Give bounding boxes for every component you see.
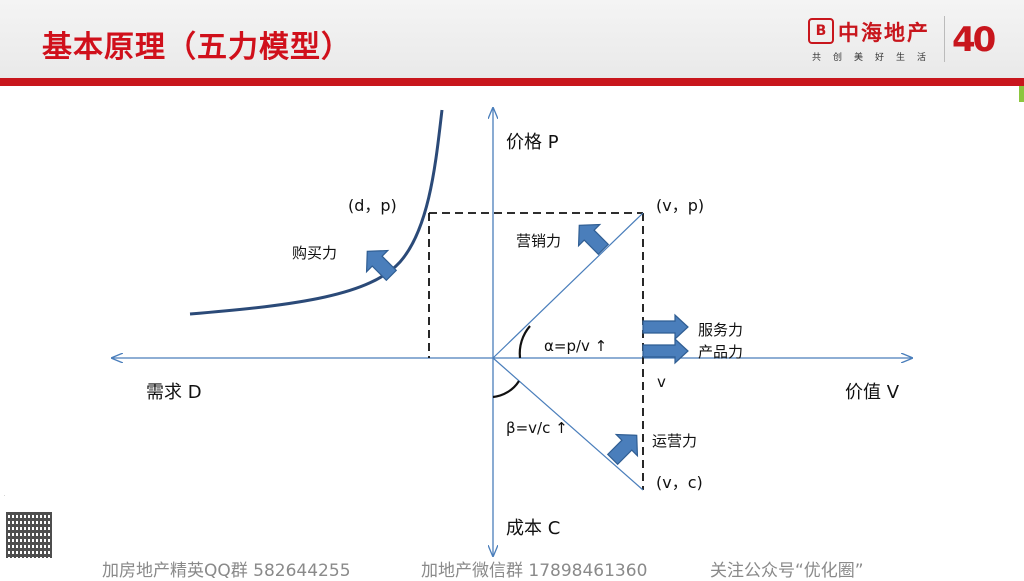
edge-marker [1019, 86, 1024, 102]
point-d-p-label: (d，p) [348, 196, 397, 215]
header-red-bar [0, 78, 1024, 86]
demand-axis-label: 需求 D [146, 382, 202, 403]
operation-force-arrow [606, 433, 639, 466]
marketing-force-label: 营销力 [516, 232, 562, 250]
footer-official-account: 关注公众号“优化圈” [710, 561, 864, 581]
slide-header: 基本原理（五力模型） B 中海地产 共创美好生活 40 [0, 0, 1024, 78]
footer-wechat-group: 加地产微信群 17898461360 [421, 561, 648, 581]
diagonal-up [492, 212, 644, 359]
cost-axis-label: 成本 C [506, 518, 561, 539]
logo-anniversary: 40 [952, 20, 996, 60]
purchasing-force-arrow [365, 249, 398, 282]
demand-curve [189, 109, 444, 316]
value-axis-label: 价值 V [845, 382, 900, 403]
slide-title: 基本原理（五力模型） [42, 30, 352, 65]
purchasing-force-label: 购买力 [292, 244, 338, 262]
service-force-arrow [642, 313, 689, 341]
logo-slogan: 共创美好生活 [812, 53, 939, 63]
qr-caption: · [4, 493, 6, 498]
diagonal-down [492, 357, 644, 491]
logo-company-name: 中海地产 [838, 21, 930, 45]
price-axis-label: 价格 P [506, 132, 559, 153]
point-v-c-label: (v，c) [656, 473, 703, 492]
product-force-label: 产品力 [698, 343, 744, 361]
product-force-arrow [642, 337, 689, 365]
beta-formula: β=v/c ↑ [506, 419, 568, 437]
point-v-p-label: (v，p) [656, 196, 705, 215]
operation-force-label: 运营力 [652, 432, 698, 450]
service-force-label: 服务力 [698, 321, 744, 339]
logo-divider [944, 16, 945, 62]
qr-code-image [6, 512, 52, 558]
alpha-formula: α=p/v ↑ [544, 337, 608, 355]
alpha-arc [518, 325, 531, 359]
logo-mark-icon: B [808, 18, 834, 44]
footer-qq-group: 加房地产精英QQ群 582644255 [102, 561, 351, 581]
company-logo: B 中海地产 共创美好生活 40 [806, 16, 1018, 68]
marketing-force-arrow [577, 223, 610, 256]
beta-arc [492, 380, 520, 399]
v-tick-label: v [657, 373, 666, 391]
